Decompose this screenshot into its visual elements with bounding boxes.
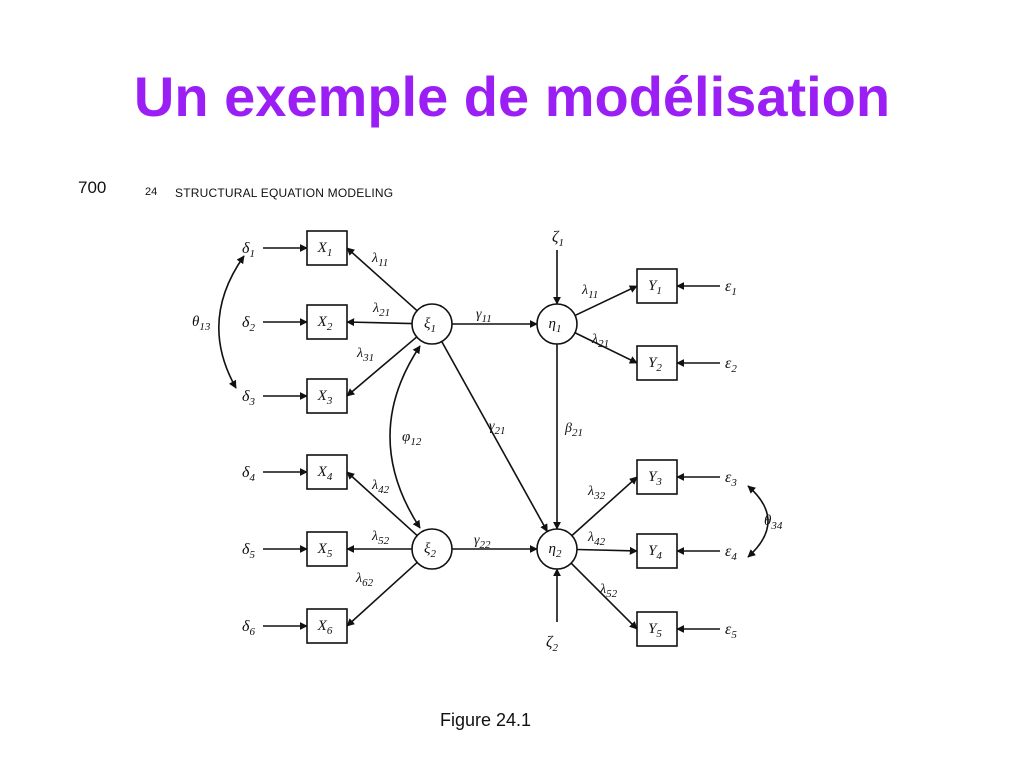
structural-label-β21: β21 <box>564 421 583 439</box>
error-label-X6: δ6 <box>242 618 255 638</box>
error-label-Y2: ε2 <box>725 355 737 375</box>
loading-path-Y3 <box>571 476 638 537</box>
loading-label-X6: λ62 <box>355 571 374 589</box>
loading-label-Y3: λ32 <box>587 484 606 502</box>
slide-title: Un exemple de modélisation <box>133 65 891 128</box>
error-label-X5: δ5 <box>242 541 255 561</box>
error-label-X2: δ2 <box>242 314 255 334</box>
indicator-box-X5 <box>306 531 348 567</box>
loading-label-Y4: λ42 <box>587 530 606 548</box>
loading-label-X1: λ11 <box>371 251 388 269</box>
loading-label-Y5: λ52 <box>599 582 618 600</box>
loading-path-X1 <box>346 247 418 312</box>
latent-eta1 <box>536 303 578 345</box>
error-label-Y5: ε5 <box>725 621 737 641</box>
indicator-box-Y2 <box>636 345 678 381</box>
loading-label-X5: λ52 <box>371 529 390 547</box>
indicator-box-X6 <box>306 608 348 644</box>
disturbance-label-1: ζ1 <box>552 229 564 249</box>
disturbance-label-2: ζ2 <box>546 634 558 654</box>
indicator-box-X2 <box>306 304 348 340</box>
loading-path-Y2 <box>574 332 638 364</box>
loading-path-Y1 <box>574 285 638 317</box>
loading-path-X6 <box>346 561 418 627</box>
indicator-box-X4 <box>306 454 348 490</box>
latent-eta2 <box>536 528 578 570</box>
structural-path-gamma-21 <box>441 341 548 533</box>
diagram-nodes <box>306 230 678 647</box>
error-label-X4: δ4 <box>242 464 255 484</box>
indicator-box-Y5 <box>636 611 678 647</box>
covariance-curve-phi-12 <box>389 345 421 529</box>
indicator-box-Y1 <box>636 268 678 304</box>
error-label-X3: δ3 <box>242 388 255 408</box>
indicator-box-Y3 <box>636 459 678 495</box>
figure-caption: Figure 24.1 <box>440 710 532 730</box>
covariance-curve-theta-13 <box>218 255 245 389</box>
loading-label-Y2: λ21 <box>591 332 609 350</box>
error-label-Y3: ε3 <box>725 469 737 489</box>
indicator-box-Y4 <box>636 533 678 569</box>
chapter-number: 24 <box>145 186 158 198</box>
loading-path-X3 <box>346 336 418 397</box>
error-label-Y4: ε4 <box>725 543 737 563</box>
page-number: 700 <box>78 178 107 197</box>
loading-label-X3: λ31 <box>356 346 374 364</box>
covariance-curve-theta-34 <box>747 485 769 558</box>
diagram-labels: ξ1ξ2η1η2X1δ1X2δ2X3δ3X4δ4X5δ5X6δ6λ11λ21λ3… <box>192 229 783 654</box>
chapter-title: STRUCTURAL EQUATION MODELING <box>175 186 394 200</box>
covariance-label-theta-13: θ13 <box>192 314 211 333</box>
structural-label-γ11: γ11 <box>476 307 492 325</box>
latent-xi2 <box>411 528 453 570</box>
indicator-box-X3 <box>306 378 348 414</box>
latent-xi1 <box>411 303 453 345</box>
latent-label-xi1: ξ1 <box>424 316 436 335</box>
loading-label-X2: λ21 <box>372 301 390 319</box>
loading-path-Y5 <box>570 562 638 630</box>
structural-label-γ21: γ21 <box>489 419 506 437</box>
loading-label-Y1: λ11 <box>581 283 598 301</box>
loading-path-Y4 <box>576 546 638 555</box>
loading-label-X4: λ42 <box>371 478 390 496</box>
indicator-box-X1 <box>306 230 348 266</box>
loading-path-X4 <box>346 471 418 537</box>
loading-path-X2 <box>346 318 413 327</box>
diagram-edges <box>218 244 769 633</box>
covariance-label-phi-12: φ12 <box>402 429 422 448</box>
error-label-Y1: ε1 <box>725 278 737 298</box>
